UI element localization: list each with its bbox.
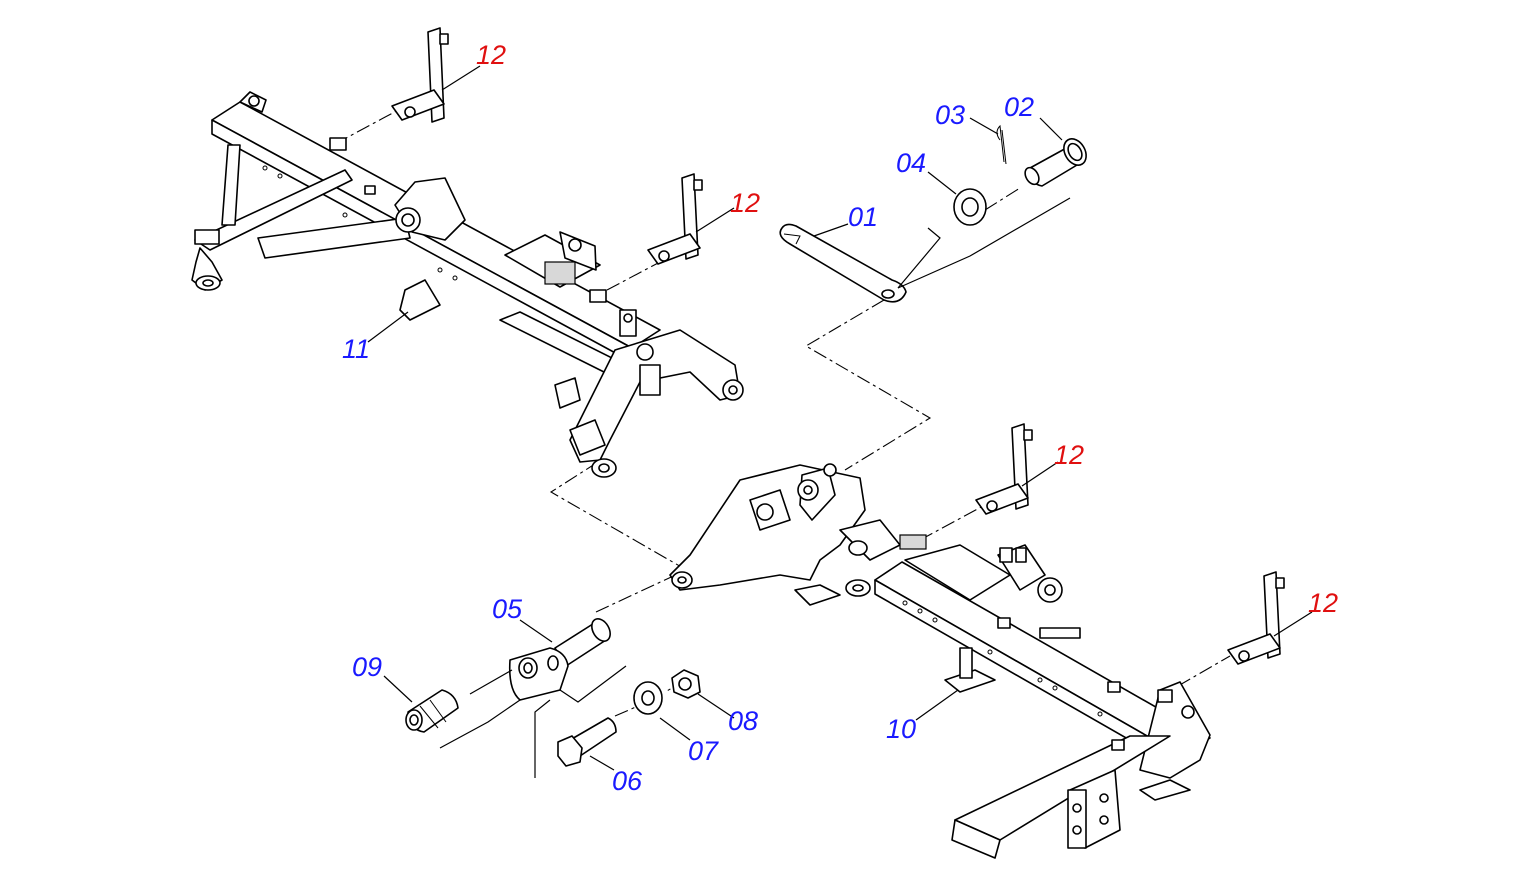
bolt-06 (557, 717, 617, 767)
frame-11 (191, 91, 744, 478)
assembly-centerlines (334, 107, 1231, 717)
washer-04 (953, 188, 987, 226)
callout-05: 05 (492, 594, 523, 624)
callout-12-lower-mid: 12 (1054, 440, 1084, 470)
pivot-pin-05 (508, 618, 611, 701)
callout-01: 01 (848, 202, 878, 232)
frame-10 (669, 463, 1211, 859)
callout-09: 09 (352, 652, 382, 682)
callout-07: 07 (688, 736, 719, 766)
callout-03: 03 (935, 100, 965, 130)
callouts: 01 02 03 04 05 06 07 08 09 10 11 12 12 1… (342, 40, 1338, 796)
bushing-09 (405, 689, 459, 733)
pin-02 (1024, 138, 1087, 187)
cotter-pin-03 (996, 124, 1007, 165)
callout-02: 02 (1004, 92, 1034, 122)
callout-08: 08 (728, 706, 758, 736)
reflector-bracket (391, 27, 449, 123)
nut-08 (671, 669, 701, 699)
callout-11: 11 (342, 334, 370, 364)
callout-12-upper-left: 12 (476, 40, 506, 70)
callout-12-upper-mid: 12 (730, 188, 760, 218)
callout-04: 04 (896, 148, 926, 178)
washer-07 (633, 681, 663, 715)
reflector-bracket (975, 423, 1033, 515)
callout-12-lower-right: 12 (1308, 588, 1338, 618)
leader-lines (367, 65, 1313, 778)
reflector-bracket (647, 173, 703, 265)
link-plate-01 (779, 223, 907, 303)
callout-10: 10 (886, 714, 916, 744)
reflector-bracket (1227, 571, 1285, 665)
callout-06: 06 (612, 766, 643, 796)
